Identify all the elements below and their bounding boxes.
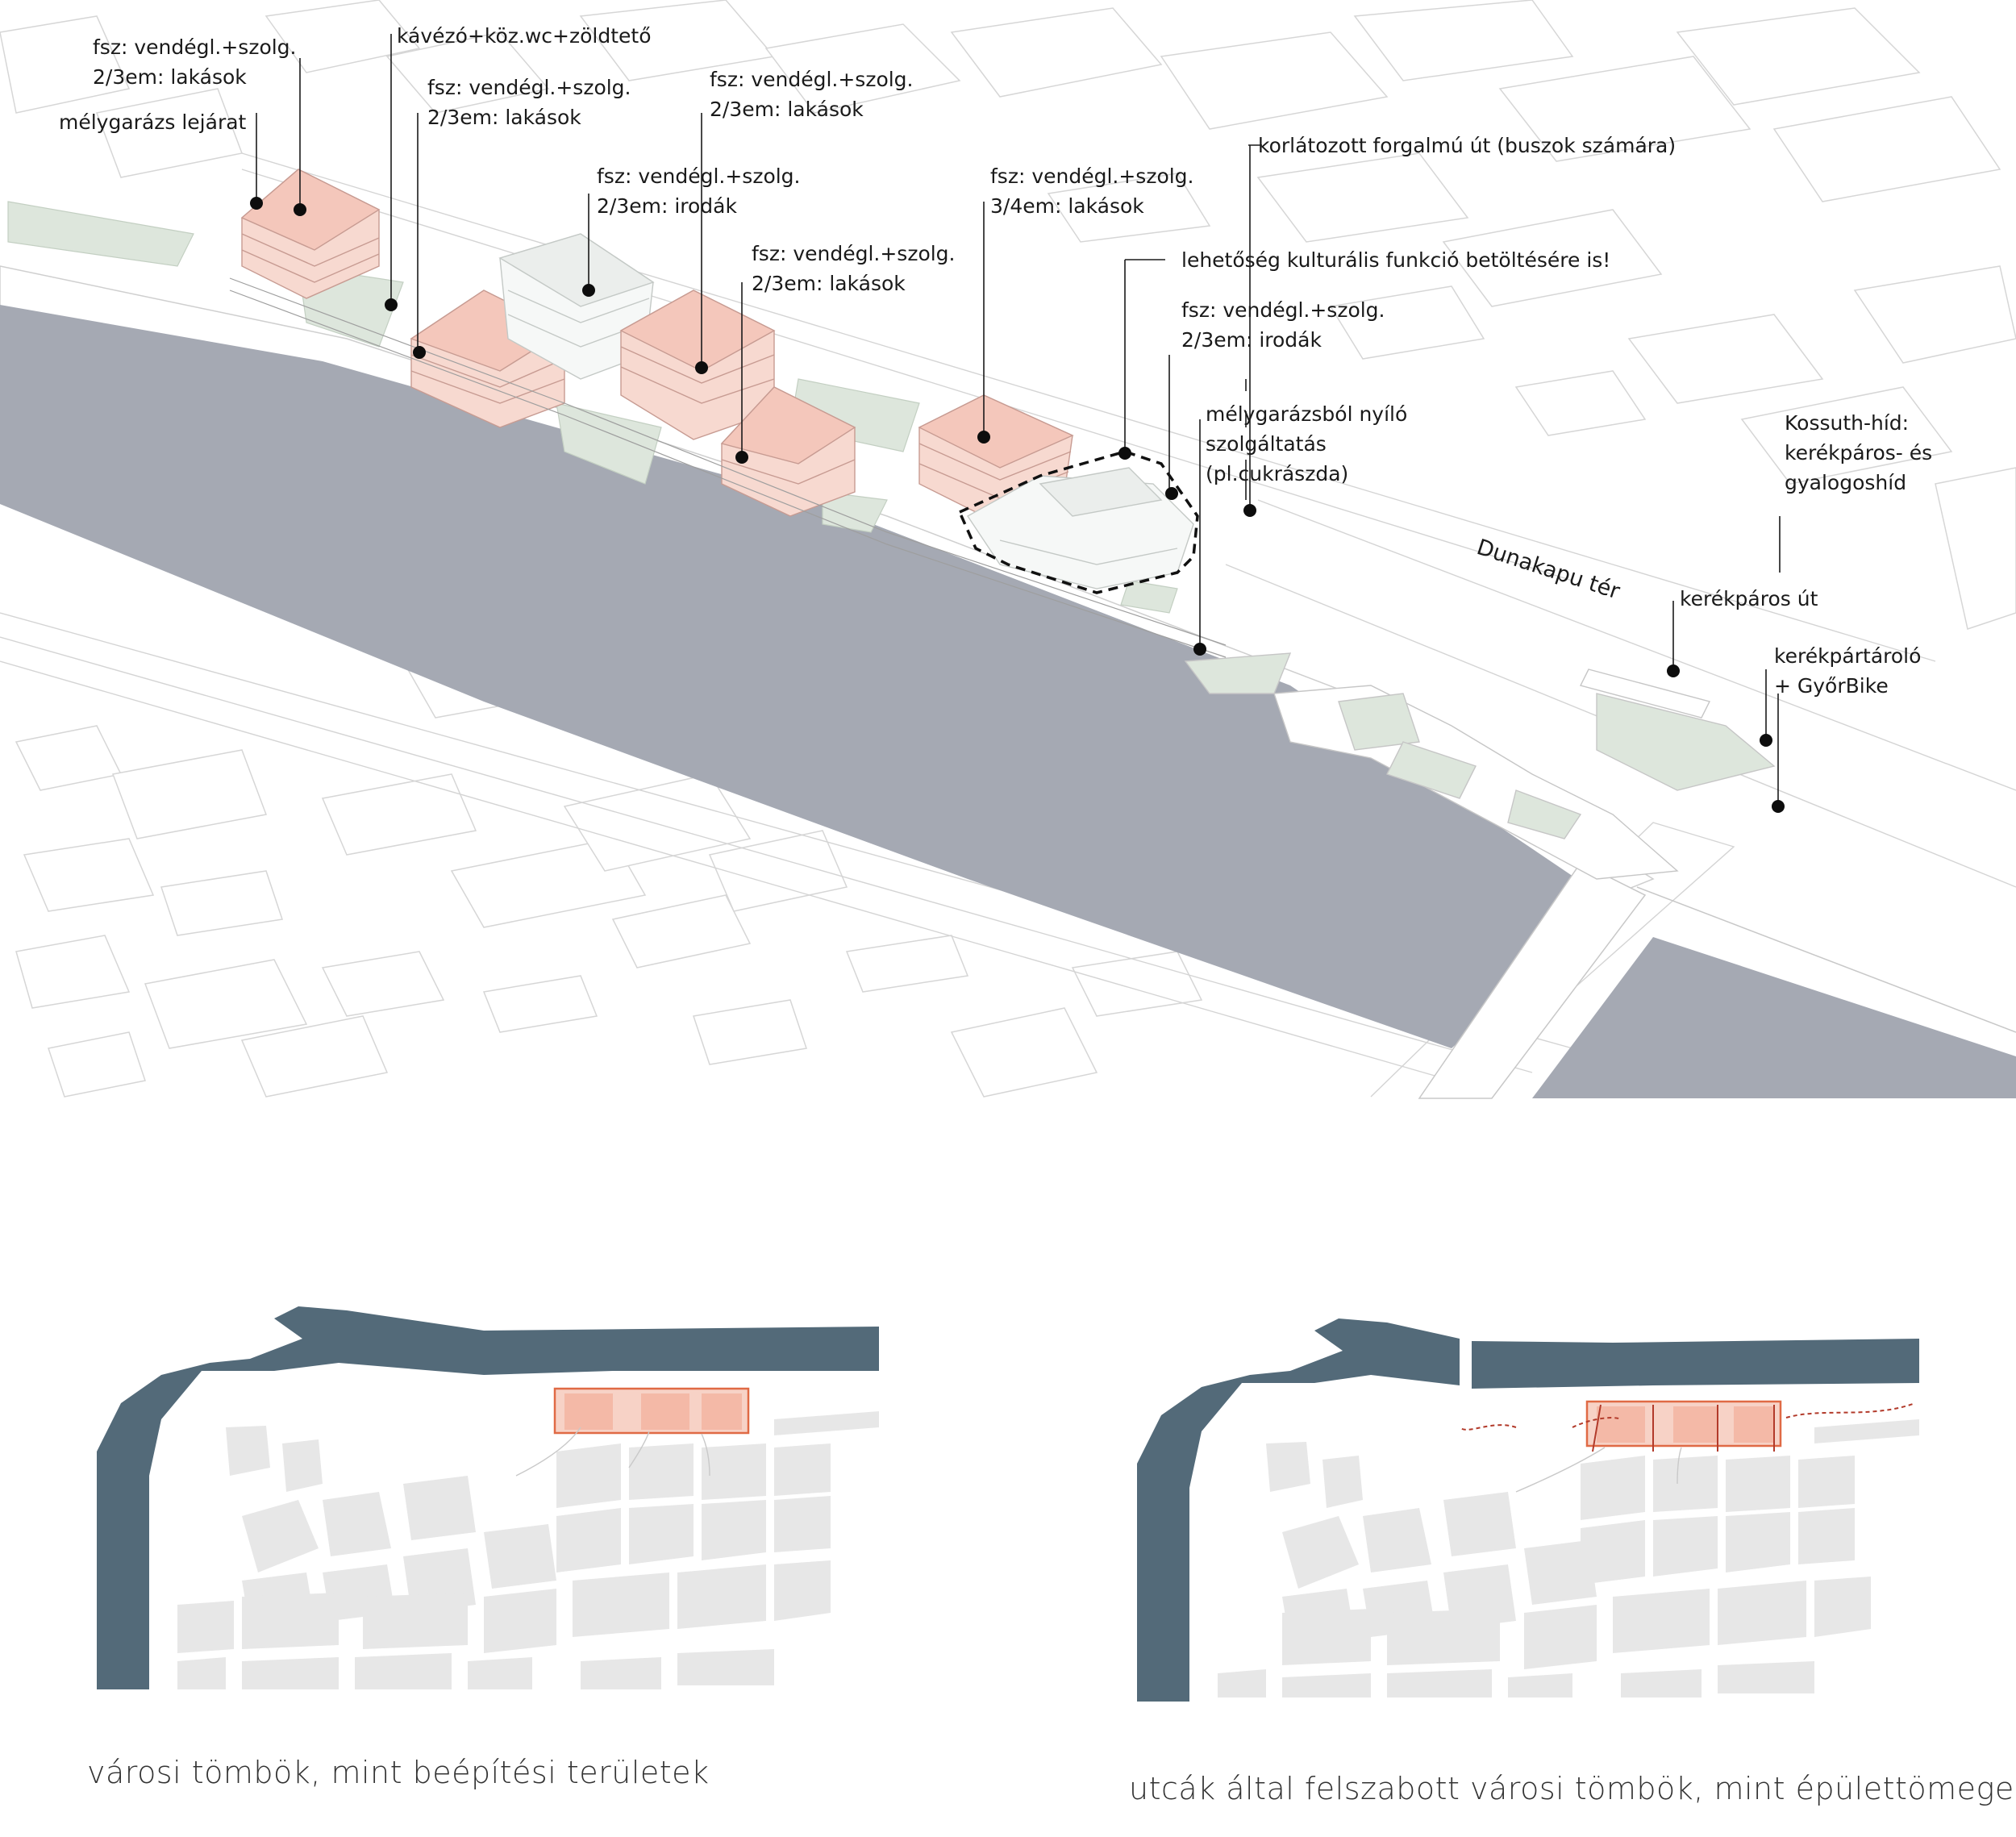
annotation-line: fsz: vendégl.+szolg.	[752, 242, 956, 265]
map-left-river	[97, 1306, 879, 1689]
map-left	[97, 1306, 879, 1689]
railings	[229, 277, 1227, 658]
annotation-10: lehetőség kulturális funkció betöltésére…	[1181, 245, 1610, 275]
annotation-line: fsz: vendégl.+szolg.	[990, 165, 1194, 188]
annotation-3: kávézó+köz.wc+zöldtető	[397, 21, 652, 51]
marker-dot	[1118, 447, 1131, 460]
bridge	[1418, 862, 2016, 1099]
buildings	[240, 169, 1194, 589]
marker-dot	[735, 451, 748, 464]
marker-dot	[1760, 734, 1772, 747]
annotation-line: 2/3em: lakások	[752, 272, 906, 295]
map-right	[1137, 1318, 1919, 1702]
leader-lines	[256, 34, 1781, 806]
annotation-12: mélygarázsból nyíló szolgáltatás (pl.cuk…	[1206, 399, 1407, 489]
annotation-line: 2/3em: irodák	[1181, 328, 1322, 352]
promenade	[1184, 652, 1776, 880]
annotation-line: + GyőrBike	[1774, 674, 1889, 698]
annotation-line: 2/3em: lakások	[427, 106, 581, 129]
river-right	[1532, 937, 2016, 1098]
annotation-11: fsz: vendégl.+szolg. 2/3em: irodák	[1181, 295, 1385, 355]
annotation-1: fsz: vendégl.+szolg. 2/3em: lakások	[93, 32, 297, 92]
annotation-line: mélygarázs lejárat	[59, 110, 247, 134]
annotation-line: 2/3em: lakások	[93, 65, 247, 89]
marker-dot	[385, 298, 398, 311]
road-lines	[0, 152, 2016, 1098]
annotation-line: kerékpáros- és	[1785, 441, 1933, 464]
marker-dot	[695, 361, 708, 374]
marker-dot	[1772, 800, 1785, 813]
annotation-line: fsz: vendégl.+szolg.	[1181, 298, 1385, 322]
marker-dot	[294, 203, 306, 216]
cultural-function-outline	[957, 450, 1199, 594]
annotation-line: kerékpártároló	[1774, 644, 1922, 668]
annotation-line: 2/3em: irodák	[597, 194, 737, 218]
annotation-line: kávézó+köz.wc+zöldtető	[397, 24, 652, 48]
annotation-line: 2/3em: lakások	[710, 98, 864, 121]
annotation-line: kerékpáros út	[1680, 587, 1818, 610]
annotation-2: mélygarázs lejárat	[59, 107, 246, 137]
marker-dot	[1243, 504, 1256, 517]
map-right-river	[1137, 1318, 1460, 1702]
marker-dot	[250, 197, 263, 210]
map-right-river-east	[1472, 1339, 1919, 1389]
annotation-line: lehetőség kulturális funkció betöltésére…	[1181, 248, 1611, 272]
annotation-line: fsz: vendégl.+szolg.	[427, 76, 631, 99]
marker-dots	[250, 197, 1785, 813]
annotation-line: fsz: vendégl.+szolg.	[93, 35, 297, 59]
annotation-line: fsz: vendégl.+szolg.	[710, 68, 914, 91]
marker-dot	[582, 284, 595, 297]
building-3	[498, 233, 655, 380]
annotation-line: (pl.cukrászda)	[1206, 462, 1349, 485]
marker-dot	[1165, 487, 1178, 500]
marker-dot	[413, 346, 426, 359]
annotation-13: Kossuth-híd: kerékpáros- és gyalogoshíd	[1785, 408, 1932, 498]
caption-left: városi tömbök, mint beépítési területek	[87, 1755, 710, 1790]
annotation-4: fsz: vendégl.+szolg. 2/3em: lakások	[427, 73, 631, 132]
building-1	[240, 169, 381, 299]
annotation-8: fsz: vendégl.+szolg. 3/4em: lakások	[990, 161, 1194, 221]
marker-dot	[1193, 643, 1206, 656]
annotation-6: fsz: vendégl.+szolg. 2/3em: irodák	[597, 161, 801, 221]
marker-dot	[1667, 664, 1680, 677]
annotation-line: szolgáltatás	[1206, 432, 1327, 456]
annotation-line: 3/4em: lakások	[990, 194, 1144, 218]
annotation-line: Kossuth-híd:	[1785, 411, 1910, 435]
annotation-line: mélygarázsból nyíló	[1206, 402, 1408, 426]
marker-dot	[977, 431, 990, 444]
annotation-line: korlátozott forgalmú út (buszok számára)	[1258, 134, 1677, 157]
context-buildings	[0, 0, 2016, 1098]
building-5	[720, 386, 856, 517]
annotation-5: fsz: vendégl.+szolg. 2/3em: lakások	[710, 65, 914, 124]
caption-right: utcák által felszabott városi tömbök, mi…	[1129, 1771, 2016, 1806]
annotation-9: korlátozott forgalmú út (buszok számára)	[1258, 131, 1676, 160]
annotation-line: gyalogoshíd	[1785, 471, 1907, 494]
annotation-7: fsz: vendégl.+szolg. 2/3em: lakások	[752, 239, 956, 298]
annotation-14: kerékpáros út	[1680, 584, 1818, 614]
annotation-15: kerékpártároló + GyőrBike	[1774, 641, 1921, 701]
annotation-line: fsz: vendégl.+szolg.	[597, 165, 801, 188]
river-danube	[0, 305, 1613, 1048]
building-7	[966, 467, 1194, 589]
